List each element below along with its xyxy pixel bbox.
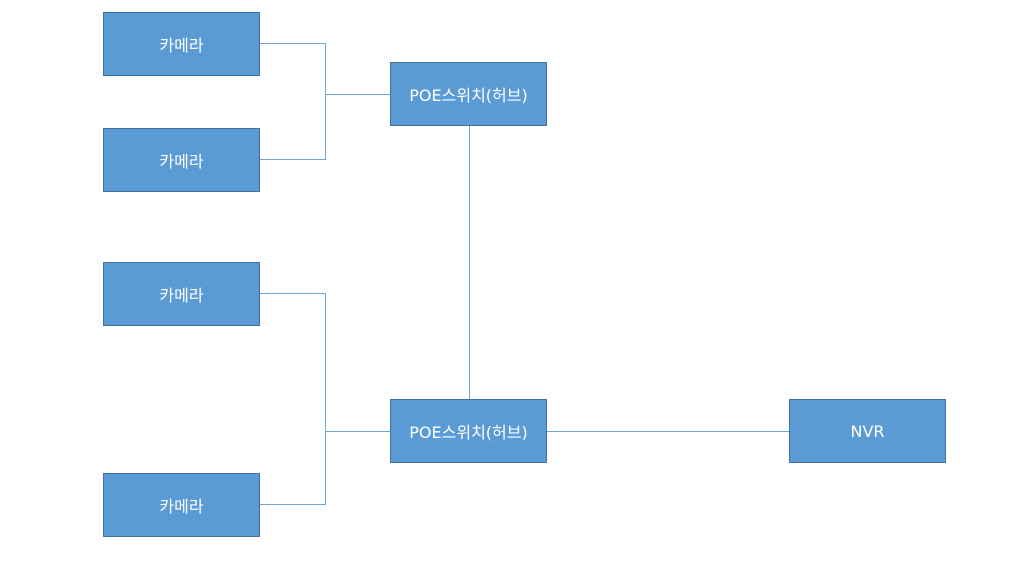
nvr-node: NVR [789,399,946,463]
camera-node-1-label: 카메라 [159,36,204,55]
poe-switch-node-2: POE스위치(허브) [390,399,547,463]
camera-node-2-label: 카메라 [159,152,204,171]
camera-node-3-label: 카메라 [159,286,204,305]
camera-node-4: 카메라 [103,473,260,537]
poe-switch-node-1: POE스위치(허브) [390,62,547,126]
poe-switch-node-1-label: POE스위치(허브) [409,86,528,105]
camera-node-4-label: 카메라 [159,497,204,516]
camera-node-3: 카메라 [103,262,260,326]
poe-switch-node-2-label: POE스위치(허브) [409,423,528,442]
camera-node-2: 카메라 [103,128,260,192]
camera-node-1: 카메라 [103,12,260,76]
nvr-node-label: NVR [850,421,885,441]
